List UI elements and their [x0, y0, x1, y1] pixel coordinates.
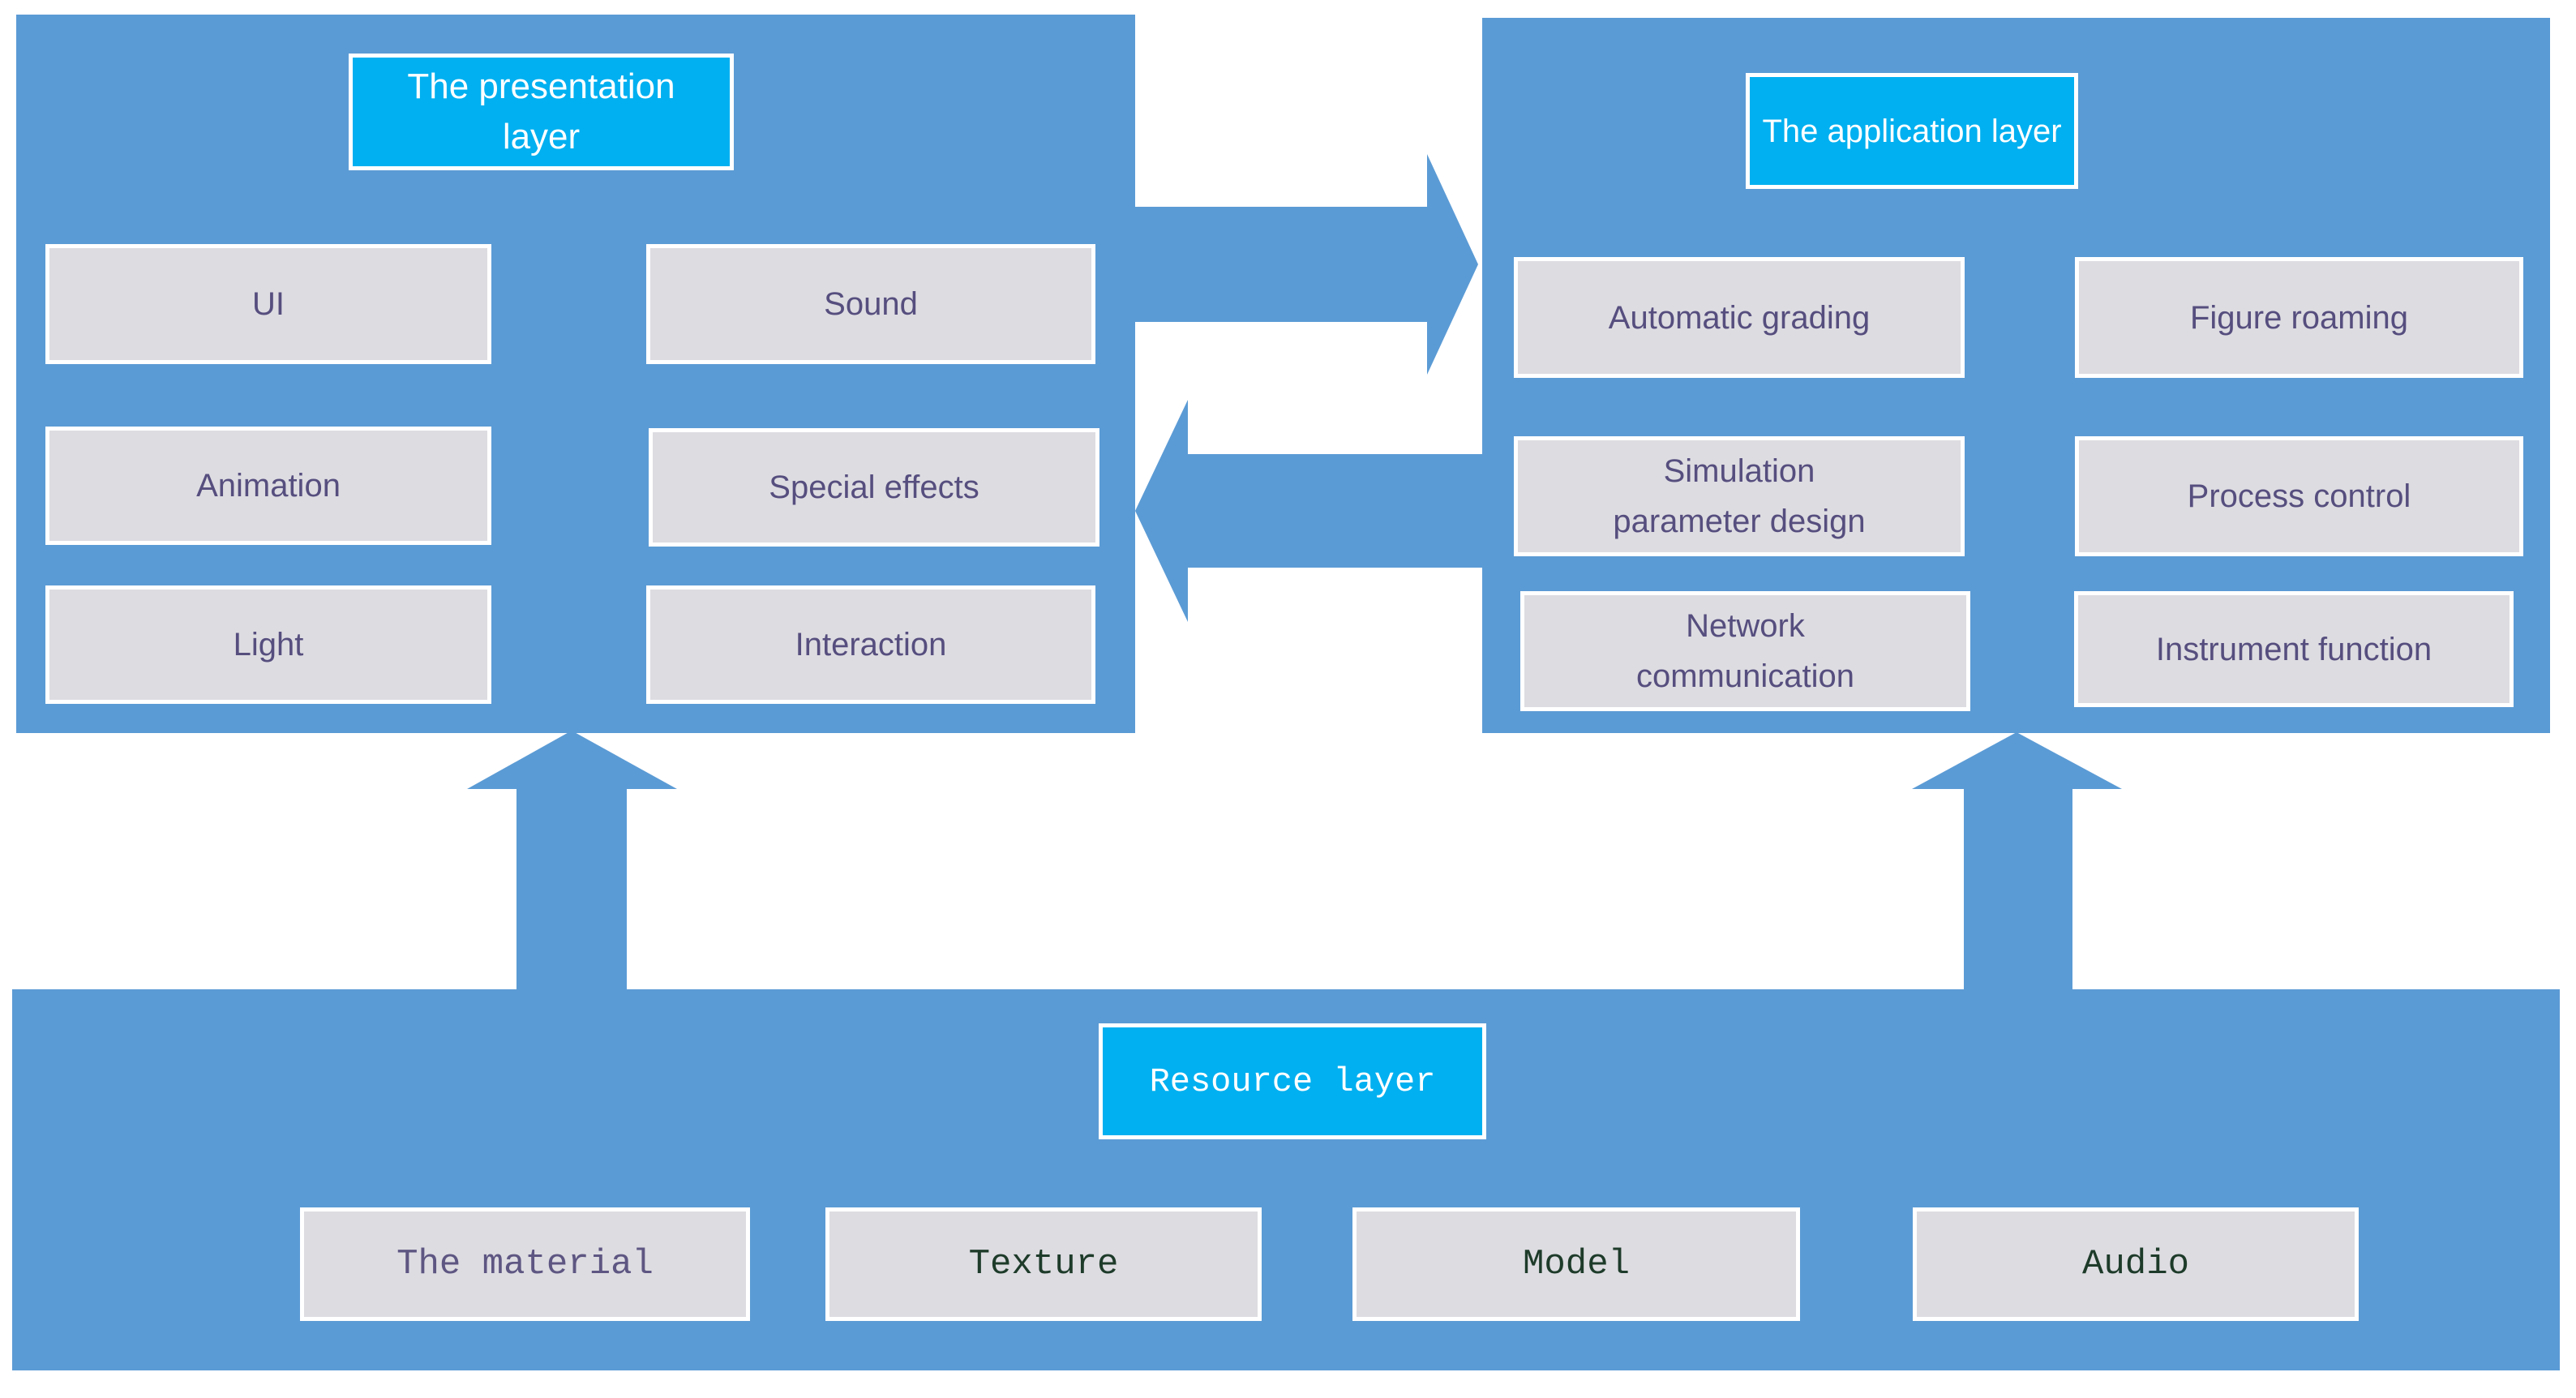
arrow-presentation-to-application: [1135, 154, 1478, 375]
presentation-item-sound: Sound: [646, 244, 1095, 364]
presentation-item-sound-label: Sound: [824, 286, 918, 322]
resource-item-audio: Audio: [1913, 1207, 2359, 1321]
presentation-item-animation: Animation: [45, 427, 491, 545]
arrow-resource-to-presentation: [467, 731, 677, 989]
resource-layer-title-box: Resource layer: [1099, 1023, 1486, 1139]
presentation-item-light: Light: [45, 585, 491, 704]
presentation-item-ui-label: UI: [252, 286, 285, 322]
resource-layer-title: Resource layer: [1149, 1061, 1436, 1101]
resource-item-texture: Texture: [825, 1207, 1262, 1321]
application-item-instrument-function: Instrument function: [2074, 591, 2514, 707]
arrow-resource-to-application: [1912, 732, 2122, 989]
presentation-layer-title-box: The presentation layer: [349, 54, 734, 170]
resource-item-model-label: Model: [1522, 1244, 1631, 1284]
application-layer-title-box: The application layer: [1746, 73, 2078, 189]
resource-item-the-material-label: The material: [396, 1244, 654, 1284]
presentation-item-light-label: Light: [233, 627, 304, 663]
presentation-item-special-effects: Special effects: [649, 428, 1099, 547]
presentation-item-interaction-label: Interaction: [795, 627, 947, 663]
presentation-item-special-effects-label: Special effects: [769, 470, 979, 505]
application-item-network-communication-label: Network communication: [1635, 608, 1854, 694]
resource-item-the-material: The material: [300, 1207, 750, 1321]
application-item-automatic-grading-label: Automatic grading: [1608, 299, 1871, 336]
arrow-application-to-presentation: [1135, 400, 1482, 622]
application-item-figure-roaming-label: Figure roaming: [2189, 299, 2408, 336]
presentation-item-ui: UI: [45, 244, 491, 364]
application-item-automatic-grading: Automatic grading: [1514, 257, 1965, 378]
application-item-simulation-parameter-design: Simulation parameter design: [1514, 436, 1965, 556]
presentation-item-interaction: Interaction: [646, 585, 1095, 704]
presentation-layer-title: The presentation layer: [407, 66, 675, 157]
application-layer-title: The application layer: [1762, 113, 2062, 149]
application-item-figure-roaming: Figure roaming: [2075, 257, 2523, 378]
application-item-instrument-function-label: Instrument function: [2155, 631, 2432, 667]
resource-item-audio-label: Audio: [2081, 1244, 2190, 1284]
application-item-process-control-label: Process control: [2187, 478, 2411, 514]
resource-item-model: Model: [1352, 1207, 1800, 1321]
application-item-network-communication: Network communication: [1520, 591, 1970, 711]
application-item-process-control: Process control: [2075, 436, 2523, 556]
application-item-simulation-parameter-design-label: Simulation parameter design: [1613, 453, 1866, 539]
presentation-item-animation-label: Animation: [196, 468, 341, 504]
resource-item-texture-label: Texture: [968, 1244, 1119, 1284]
